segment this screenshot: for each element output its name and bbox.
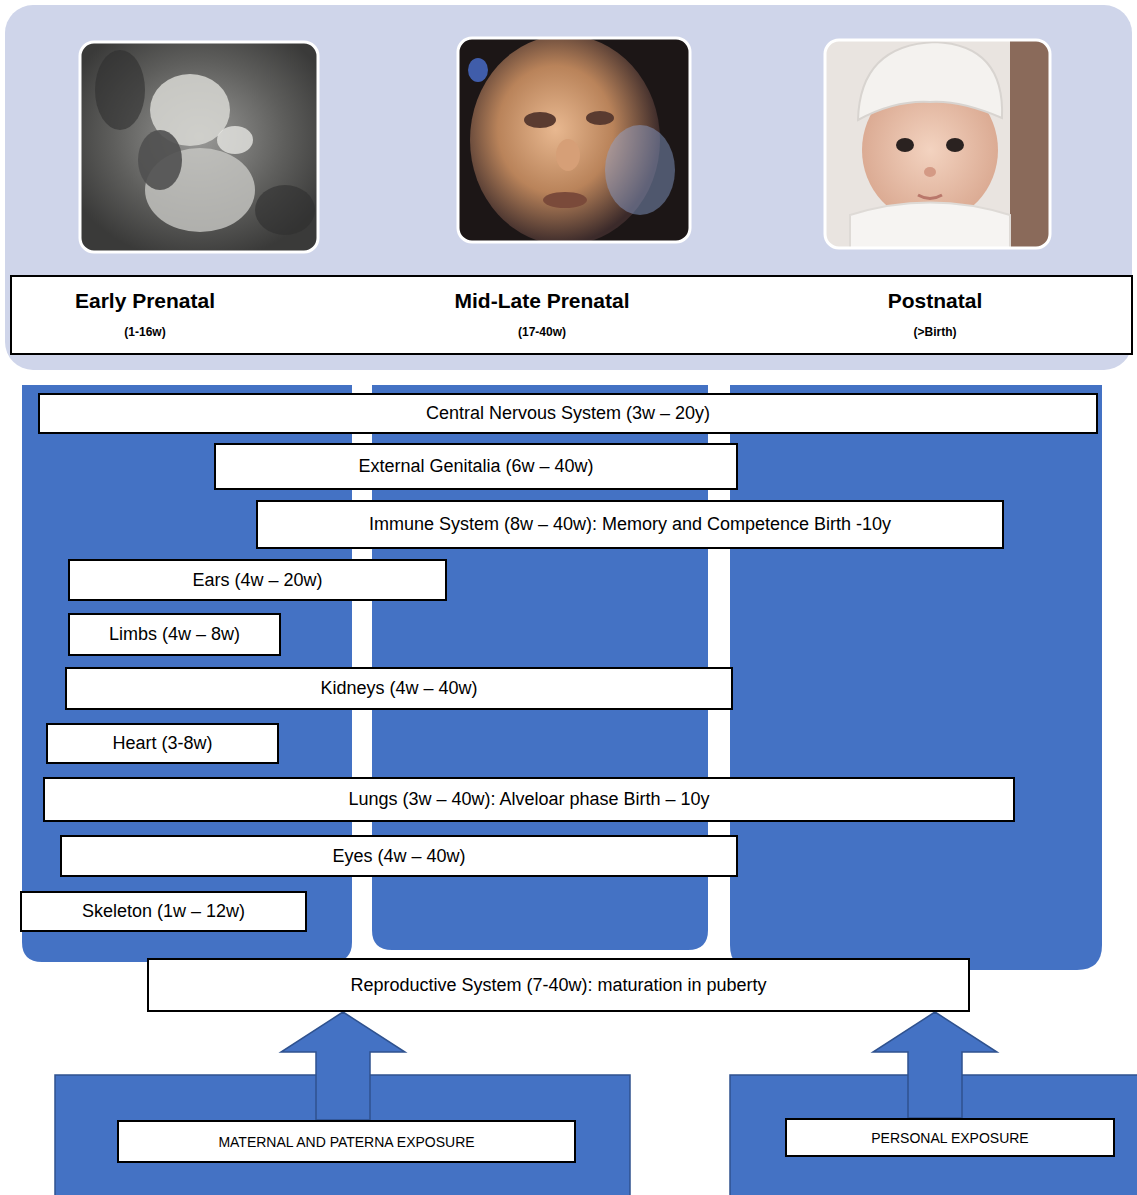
stage-range: (17-40w) (518, 325, 566, 339)
bar-label: Immune System (8w – 40w): Memory and Com… (369, 514, 891, 535)
block-arrow (281, 1012, 405, 1120)
bar-label: Ears (4w – 20w) (192, 570, 322, 591)
exposure-text: MATERNAL AND PATERNA EXPOSURE (218, 1134, 474, 1150)
organ-bar: Kidneys (4w – 40w) (65, 667, 733, 710)
bar-label: Eyes (4w – 40w) (332, 846, 465, 867)
block-arrow (873, 1012, 997, 1118)
stage-title: Mid-Late Prenatal (454, 289, 629, 313)
organ-bar: Skeleton (1w – 12w) (20, 891, 307, 932)
organ-bar: Ears (4w – 20w) (68, 559, 447, 601)
bar-label: Limbs (4w – 8w) (109, 624, 240, 645)
stage-title: Early Prenatal (75, 289, 215, 313)
organ-bar: Central Nervous System (3w – 20y) (38, 393, 1098, 434)
stage-title: Postnatal (888, 289, 983, 313)
organ-bar: Heart (3-8w) (46, 723, 279, 764)
stage-band: Early Prenatal (1-16w) Mid-Late Prenatal (1… (10, 275, 1133, 355)
newborn-photo (825, 40, 1050, 248)
bar-label: Central Nervous System (3w – 20y) (426, 403, 710, 424)
bar-label: Reproductive System (7-40w): maturation … (350, 975, 766, 996)
organ-bar: External Genitalia (6w – 40w) (214, 443, 738, 490)
exposure-text: PERSONAL EXPOSURE (871, 1130, 1028, 1146)
bar-label: Kidneys (4w – 40w) (320, 678, 477, 699)
bar-label: Heart (3-8w) (112, 733, 212, 754)
organ-bar: Limbs (4w – 8w) (68, 613, 281, 656)
bar-label: External Genitalia (6w – 40w) (358, 456, 593, 477)
exposure-label: PERSONAL EXPOSURE (785, 1118, 1115, 1157)
stage-range: (1-16w) (124, 325, 165, 339)
top-panel (5, 5, 1132, 370)
organ-bar: Eyes (4w – 40w) (60, 835, 738, 877)
organ-bar: Immune System (8w – 40w): Memory and Com… (256, 500, 1004, 549)
timeline-column (730, 385, 1102, 970)
stage-range: (>Birth) (914, 325, 957, 339)
organ-bar: Lungs (3w – 40w): Alveloar phase Birth –… (43, 777, 1015, 822)
3d-ultrasound-image (458, 38, 690, 242)
exposure-label: MATERNAL AND PATERNA EXPOSURE (117, 1120, 576, 1163)
ultrasound-image (80, 42, 318, 252)
organ-bar: Reproductive System (7-40w): maturation … (147, 958, 970, 1012)
bar-label: Lungs (3w – 40w): Alveloar phase Birth –… (348, 789, 709, 810)
bar-label: Skeleton (1w – 12w) (82, 901, 245, 922)
